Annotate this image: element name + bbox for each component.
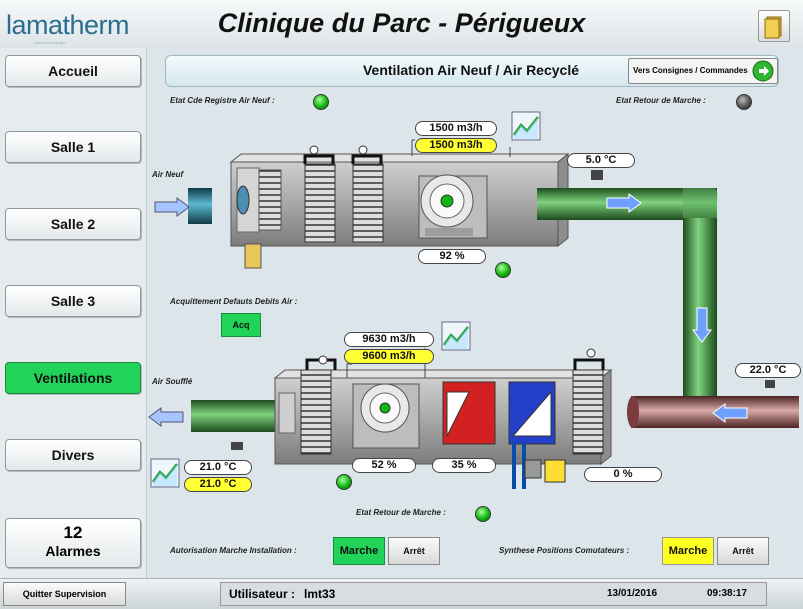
fresh-air-inlet-duct [188,188,212,224]
bypass-valve-position: 0 % [584,467,662,482]
top-flow-setpoint: 1500 m3/h [415,138,497,153]
alarm-count: 12 [63,523,83,542]
supply-air-duct [191,400,281,432]
air-neuf-label: Air Neuf [152,170,184,179]
alarm-label: Alarmes [45,543,101,559]
bottom-flow-setpoint: 9600 m3/h [344,349,434,364]
user-label: Utilisateur : [229,587,296,601]
quit-supervision-button[interactable]: Quitter Supervision [3,582,126,606]
synthese-marche-button[interactable]: Marche [662,537,714,565]
supply-temp-measure: 21.0 °C [184,460,252,475]
time: 09:38:17 [707,588,748,599]
top-flow-measure: 1500 m3/h [415,121,497,136]
bottom-fan-led [336,474,352,490]
run-feedback-label-top: Etat Retour de Marche : [616,96,706,105]
user-name: lmt33 [304,587,336,601]
trend-chart-icon [441,321,471,351]
folder-icon [764,16,782,39]
damper-actuator [244,243,262,269]
filter-1 [304,163,336,243]
nav-salle-2[interactable]: Salle 2 [5,208,141,240]
date: 13/01/2016 [607,588,658,599]
autorisation-marche-button[interactable]: Marche [333,537,385,565]
air-handling-unit-top [154,139,718,418]
trend-chart-icon-supply[interactable] [150,458,180,488]
filter-2 [352,163,384,243]
synthese-label: Synthese Positions Comutateurs : [499,546,630,555]
supply-fan-bottom-led [379,402,391,414]
valve-actuator [544,459,566,483]
nav-accueil[interactable]: Accueil [5,55,141,87]
logo-tagline: Confort & énergie [34,40,66,45]
return-temp: 22.0 °C [735,363,801,378]
sidebar: Accueil Salle 1 Salle 2 Salle 3 Ventilat… [0,48,147,578]
trend-chart-icon-bottom[interactable] [441,321,471,351]
trend-chart-icon-top[interactable] [511,111,541,141]
trend-chart-icon [150,458,180,488]
acquittement-label: Acquittement Defauts Debits Air : [170,297,298,306]
registre-state-label: Etat Cde Registre Air Neuf : [170,96,275,105]
bottom-flow-measure: 9630 m3/h [344,332,434,347]
status-bar [220,582,767,606]
arrow-right-icon [752,60,774,82]
folder-button[interactable] [758,10,790,42]
acq-button[interactable]: Acq [221,313,261,337]
top-fan-speed: 92 % [418,249,486,264]
air-handling-unit-bottom [148,348,799,489]
registre-state-led [313,94,329,110]
nav-salle-1[interactable]: Salle 1 [5,131,141,163]
top-outlet-temp: 5.0 °C [567,153,635,168]
heating-valve-position: 35 % [432,458,496,473]
alarms-button[interactable]: 12 Alarmes [5,518,141,568]
goto-consignes-button[interactable]: Vers Consignes / Commandes [628,58,778,84]
synthese-arret-button[interactable]: Arrêt [717,537,769,565]
autorisation-arret-button[interactable]: Arrêt [388,537,440,565]
nav-ventilations[interactable]: Ventilations [5,362,141,394]
goto-consignes-label: Vers Consignes / Commandes [633,66,748,75]
run-feedback-led-top [736,94,752,110]
nav-divers[interactable]: Divers [5,439,141,471]
autorisation-label: Autorisation Marche Installation : [170,546,297,555]
run-feedback-label-bottom: Etat Retour de Marche : [356,508,446,517]
ventilation-diagram [148,139,799,489]
trend-chart-icon [511,111,541,141]
section-title: Ventilation Air Neuf / Air Recyclé [362,62,580,78]
company-logo: lamatherm [6,10,130,40]
bottom-fan-speed: 52 % [352,458,416,473]
page-title: Clinique du Parc - Périgueux [217,8,586,38]
nav-salle-3[interactable]: Salle 3 [5,285,141,317]
supply-temp-setpoint: 21.0 °C [184,477,252,492]
top-fan-led [495,262,511,278]
air-souffle-label: Air Soufflé [152,377,193,386]
fresh-air-damper [258,169,282,231]
run-feedback-led-bottom [475,506,491,522]
supply-fan-top-led [440,194,454,208]
